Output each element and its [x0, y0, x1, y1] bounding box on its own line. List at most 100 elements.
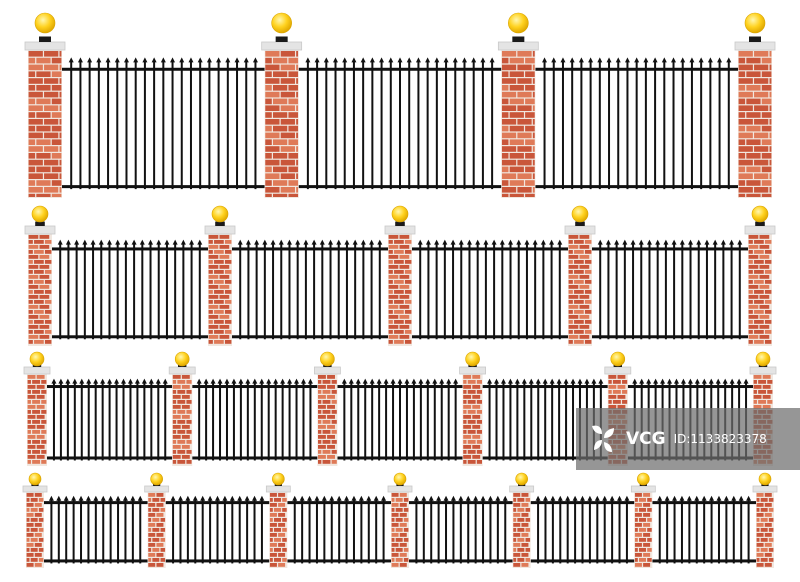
- pillar-cap: [630, 485, 656, 493]
- spike-tip: [170, 495, 176, 501]
- iron-bar: [212, 382, 215, 461]
- brick: [391, 563, 399, 567]
- brick: [27, 445, 36, 449]
- pillar-cap: [265, 485, 291, 493]
- brick: [501, 153, 509, 159]
- brick: [224, 310, 232, 314]
- spike-tip: [321, 495, 327, 501]
- brick: [219, 335, 230, 339]
- brick-pillar: [564, 205, 596, 346]
- brick: [404, 340, 412, 344]
- brick: [26, 563, 34, 567]
- brick: [764, 563, 772, 567]
- brick: [761, 85, 772, 91]
- lamp-globe-icon: [465, 351, 480, 367]
- iron-bar: [371, 61, 374, 190]
- brick: [622, 380, 628, 384]
- spike-tip: [521, 378, 527, 384]
- spike-tip: [687, 378, 693, 384]
- brick: [331, 460, 337, 464]
- brick: [517, 132, 532, 139]
- brick: [738, 119, 753, 125]
- brick: [41, 400, 47, 404]
- brick: [59, 105, 62, 111]
- brick-pillar: [509, 472, 535, 568]
- brick: [172, 460, 177, 464]
- brick: [463, 400, 467, 404]
- watermark: VCG ID:1133823378: [576, 408, 800, 470]
- brick: [59, 119, 62, 125]
- brick: [160, 558, 166, 562]
- brick: [59, 91, 62, 98]
- pillar-cap: [564, 225, 596, 235]
- brick: [754, 105, 769, 111]
- brick: [28, 315, 39, 319]
- brick: [738, 166, 746, 173]
- brick: [748, 245, 759, 249]
- spike-tip: [314, 495, 320, 501]
- brick: [28, 235, 39, 239]
- brick: [265, 146, 280, 152]
- brick: [265, 166, 272, 173]
- iron-bar: [198, 243, 201, 340]
- iron-bar: [108, 243, 111, 340]
- brick: [509, 71, 524, 77]
- brick: [28, 78, 43, 84]
- brick: [463, 445, 472, 449]
- iron-bar: [253, 499, 256, 564]
- brick: [208, 275, 219, 279]
- brick: [318, 425, 326, 429]
- brick-pillar: [144, 472, 170, 568]
- brick: [27, 380, 31, 384]
- brick: [172, 410, 177, 414]
- brick: [584, 280, 592, 284]
- brick: [472, 375, 481, 379]
- brick: [463, 395, 472, 399]
- brick: [760, 508, 768, 512]
- brick: [476, 380, 482, 384]
- brick: [36, 180, 51, 186]
- brick: [39, 295, 50, 299]
- brick: [44, 91, 59, 98]
- iron-bar: [345, 499, 348, 564]
- lamp-base: [749, 36, 761, 42]
- brick: [288, 71, 299, 77]
- brick: [208, 300, 213, 304]
- brick: [467, 460, 476, 464]
- brick: [754, 173, 769, 179]
- brick: [34, 300, 44, 304]
- brick: [269, 508, 273, 512]
- brick: [769, 132, 772, 139]
- brick: [32, 390, 41, 394]
- brick: [28, 153, 36, 159]
- iron-bar: [288, 382, 291, 461]
- iron-bar: [238, 499, 241, 564]
- brick: [517, 508, 525, 512]
- brick: [59, 51, 62, 57]
- brick: [27, 405, 36, 409]
- brick: [28, 300, 33, 304]
- brick: [44, 64, 59, 71]
- iron-bar: [88, 61, 91, 190]
- iron-bar: [172, 499, 175, 564]
- brick: [753, 380, 757, 384]
- iron-bar: [330, 499, 333, 564]
- spike-tip: [100, 495, 106, 501]
- brick: [265, 187, 280, 193]
- fence-row: [24, 205, 776, 346]
- brick: [186, 450, 192, 454]
- brick: [28, 340, 33, 344]
- spike-tip: [369, 378, 375, 384]
- lamp-base: [755, 221, 765, 226]
- brick: [612, 400, 621, 404]
- brick: [148, 533, 156, 537]
- brick: [327, 435, 335, 439]
- brick: [34, 250, 44, 254]
- brick: [463, 385, 472, 389]
- spike-tip: [495, 495, 501, 501]
- iron-bar: [617, 61, 620, 190]
- brick: [748, 255, 759, 259]
- brick: [34, 543, 42, 547]
- iron-bar: [644, 61, 647, 190]
- brick: [280, 187, 295, 193]
